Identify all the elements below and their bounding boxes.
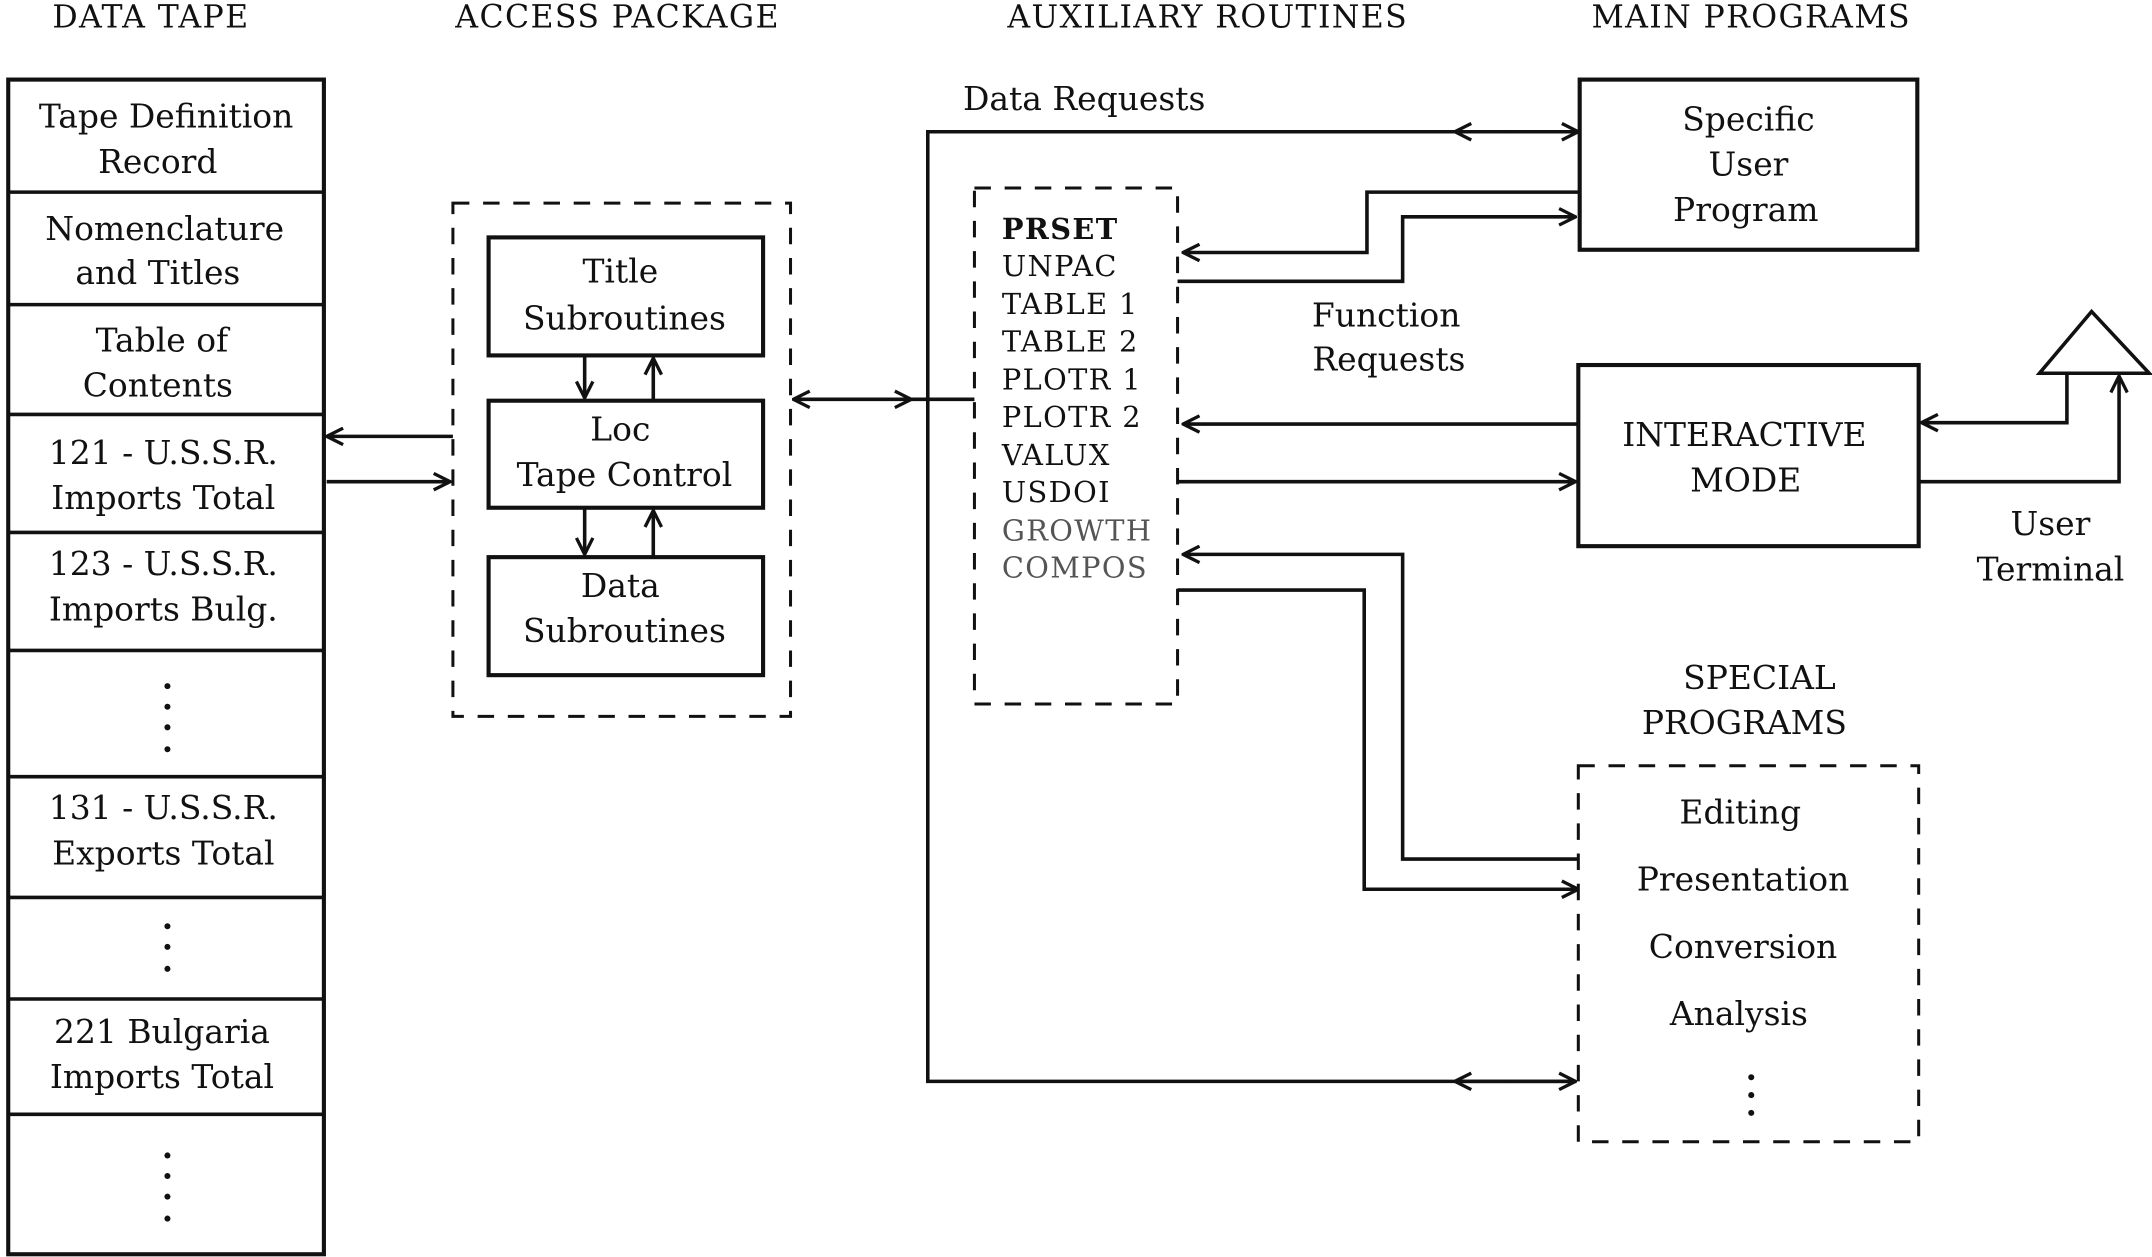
special-programs-ellipsis bbox=[1748, 1074, 1755, 1116]
data-subroutines-label: Data bbox=[581, 566, 660, 605]
arrow-interactive-to-terminal bbox=[1918, 376, 2119, 484]
arrow-user-program-to-aux bbox=[1183, 190, 1579, 252]
interactive-mode-label: MODE bbox=[1690, 460, 1801, 499]
user-terminal-label: Terminal bbox=[1977, 549, 2125, 588]
data-requests-bus bbox=[925, 129, 1576, 1084]
specific-user-program-label: Specific bbox=[1682, 99, 1814, 138]
record-line: 123 - U.S.S.R. bbox=[49, 544, 278, 583]
record-ellipsis bbox=[164, 683, 171, 753]
routine-valux: VALUX bbox=[1001, 438, 1111, 472]
special-programs: Editing Presentation Conversion Analysis bbox=[1576, 764, 1921, 1144]
data-tape-outline bbox=[6, 77, 326, 1257]
function-requests-label: Requests bbox=[1312, 340, 1465, 379]
record-ellipsis bbox=[164, 923, 171, 972]
record-line: Record bbox=[98, 142, 217, 181]
arrow-special-to-aux bbox=[1183, 554, 1579, 861]
data-subroutines-box bbox=[486, 555, 766, 678]
record-line: 221 Bulgaria bbox=[54, 1012, 270, 1051]
record-tape-definition: Tape Definition Record bbox=[39, 97, 293, 181]
access-package: Title Subroutines Loc Tape Control Data … bbox=[451, 201, 793, 718]
title-subroutines-box bbox=[486, 235, 766, 358]
arrow-terminal-to-interactive bbox=[1921, 373, 2069, 422]
record-table-of-contents: Table of Contents bbox=[83, 320, 233, 404]
record-121-ussr-imports-total: 121 - U.S.S.R. Imports Total bbox=[49, 433, 278, 517]
special-programs-title: SPECIAL bbox=[1683, 658, 1836, 697]
special-program-conversion: Conversion bbox=[1649, 927, 1837, 966]
routine-table-2: TABLE 2 bbox=[1002, 324, 1139, 358]
routine-prset: PRSET bbox=[1002, 212, 1119, 246]
routine-plotr-2: PLOTR 2 bbox=[1002, 400, 1142, 434]
record-221-bulgaria-imports-total: 221 Bulgaria Imports Total bbox=[50, 1012, 274, 1096]
user-terminal-icon bbox=[2035, 308, 2152, 376]
record-line: 121 - U.S.S.R. bbox=[49, 433, 278, 472]
special-programs-boundary bbox=[1576, 764, 1921, 1144]
header-main-programs: MAIN PROGRAMS bbox=[1591, 0, 1911, 35]
record-line: Imports Total bbox=[50, 1057, 274, 1096]
special-program-editing: Editing bbox=[1679, 792, 1801, 831]
specific-user-program-box bbox=[1577, 77, 1920, 252]
title-subroutines-label: Subroutines bbox=[523, 298, 726, 337]
routine-compos: COMPOS bbox=[1002, 551, 1148, 585]
auxiliary-routines-boundary bbox=[972, 186, 1180, 706]
record-line: 131 - U.S.S.R. bbox=[49, 788, 278, 827]
specific-user-program-label: User bbox=[1709, 145, 1789, 184]
specific-user-program-label: Program bbox=[1673, 190, 1818, 229]
interactive-mode-label: INTERACTIVE bbox=[1622, 415, 1866, 454]
record-line: and Titles bbox=[75, 253, 240, 292]
record-line: Contents bbox=[83, 366, 233, 405]
record-131-ussr-exports-total: 131 - U.S.S.R. Exports Total bbox=[49, 788, 278, 872]
header-data-tape: DATA TAPE bbox=[52, 0, 249, 35]
title-subroutines-label: Title bbox=[582, 252, 658, 291]
record-line: Imports Bulg. bbox=[49, 589, 278, 628]
record-line: Exports Total bbox=[52, 834, 274, 873]
record-nomenclature: Nomenclature and Titles bbox=[45, 209, 284, 292]
routine-usdoi: USDOI bbox=[1002, 475, 1111, 509]
loc-tape-control-label: Loc bbox=[590, 410, 650, 449]
interactive-mode: INTERACTIVE MODE bbox=[1576, 362, 1921, 549]
routine-plotr-1: PLOTR 1 bbox=[1002, 363, 1142, 397]
data-tape: Tape Definition Record Nomenclature and … bbox=[6, 77, 326, 1257]
record-line: Tape Definition bbox=[39, 97, 293, 136]
data-subroutines-label: Subroutines bbox=[523, 611, 726, 650]
record-ellipsis bbox=[164, 1152, 171, 1222]
auxiliary-routines: PRSET UNPAC TABLE 1 TABLE 2 PLOTR 1 PLOT… bbox=[972, 186, 1180, 706]
special-programs-title: PROGRAMS bbox=[1642, 703, 1847, 742]
user-terminal-label: User bbox=[2010, 504, 2090, 543]
function-requests-label: Function bbox=[1312, 296, 1460, 335]
loc-tape-control-box bbox=[486, 398, 766, 510]
record-line: Imports Total bbox=[51, 478, 275, 517]
routine-table-1: TABLE 1 bbox=[1002, 287, 1139, 321]
interactive-mode-box bbox=[1576, 362, 1921, 549]
data-requests-label: Data Requests bbox=[963, 79, 1205, 118]
header-access-package: ACCESS PACKAGE bbox=[454, 0, 780, 35]
special-program-analysis: Analysis bbox=[1669, 994, 1808, 1033]
record-123-ussr-imports-bulg: 123 - U.S.S.R. Imports Bulg. bbox=[49, 544, 278, 628]
routine-unpac: UNPAC bbox=[1002, 249, 1118, 283]
record-line: Nomenclature bbox=[45, 209, 284, 248]
arrow-aux-to-special bbox=[1177, 588, 1579, 889]
loc-tape-control-label: Tape Control bbox=[517, 455, 733, 494]
specific-user-program: Specific User Program bbox=[1577, 77, 1920, 252]
arrow-aux-to-user-program bbox=[1177, 217, 1576, 284]
header-auxiliary-routines: AUXILIARY ROUTINES bbox=[1006, 0, 1408, 35]
special-program-presentation: Presentation bbox=[1637, 860, 1850, 899]
record-line: Table of bbox=[96, 320, 231, 359]
routine-growth: GROWTH bbox=[1002, 514, 1152, 548]
